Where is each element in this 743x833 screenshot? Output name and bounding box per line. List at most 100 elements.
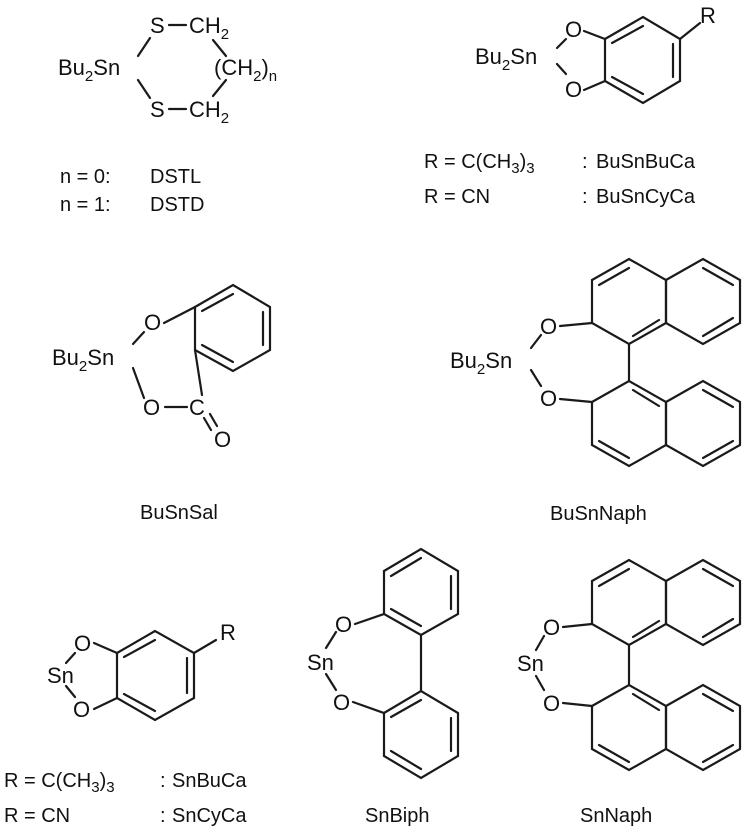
sn-label: Bu2Sn (475, 44, 537, 74)
ring-double-bond (610, 75, 645, 96)
o-top-label: O (335, 612, 352, 637)
benzene-ring (603, 15, 682, 105)
bond-ring-r (678, 21, 702, 41)
variant-name-0: DSTL (150, 166, 201, 188)
ring-double-bond (597, 567, 631, 588)
bond-o-aryl-top (353, 612, 386, 626)
bond-sn-o-ester (131, 366, 146, 400)
sn-label: Bu2Sn (58, 55, 120, 85)
naphthalene-ring-d (664, 683, 742, 772)
structure-binaphtholate-sn: Sn O O SnNaph (517, 558, 742, 827)
bond-sn-s-bottom (136, 78, 152, 100)
variant-name-1: BuSnCyCa (596, 186, 696, 208)
ring-double-bond (597, 743, 631, 764)
o-ester-label: O (143, 395, 160, 420)
ring-double-bond (701, 743, 735, 764)
o-top-label: O (543, 615, 560, 640)
variant-r-1: R = CN (424, 186, 490, 208)
variant-r-1: R = CN (4, 805, 70, 827)
naphthalene-ring-c (590, 379, 668, 468)
o-bottom-label: O (540, 386, 557, 411)
variant-sep-0: : (582, 151, 588, 173)
benzene-ring (115, 629, 196, 722)
sn-label: Sn (307, 650, 334, 675)
bond-sn-o-bottom (555, 62, 568, 76)
o-bottom-label: O (73, 697, 90, 722)
bond-o-aryl-top (561, 622, 594, 629)
bond-c-o-double (202, 416, 213, 432)
variant-r-0: R = C(CH3)3 (424, 151, 535, 177)
ring-double-bond (389, 698, 423, 719)
compound-name: SnBiph (365, 805, 430, 827)
bond-sn-o-bottom (529, 368, 543, 388)
ring-double-bond (631, 318, 661, 338)
bond-o-ring-aryl (162, 305, 197, 325)
compound-name: BuSnNaph (550, 503, 647, 525)
o-bottom-label: O (543, 691, 560, 716)
ring-double-bond (597, 439, 631, 460)
naphthalene-ring-a (590, 257, 668, 346)
variant-condition-1: n = 1: (60, 194, 111, 216)
structure-dithiastannolane: Bu2Sn S S CH2 CH2 (CH2)n n = 0: DSTL n =… (58, 13, 277, 216)
ring-double-bond (701, 388, 735, 409)
structure-catecholate-bu: Bu2Sn O O R R = C(CH3)3 : BuSnBuCa R = C… (424, 3, 716, 208)
ring-double-bond (701, 316, 735, 338)
bond-o-aryl-bottom (351, 700, 386, 715)
bond-sn-o-top (324, 630, 338, 650)
variant-sep-0: : (160, 770, 166, 792)
bond-sn-o-top (534, 634, 546, 652)
variant-name-1: DSTD (150, 194, 204, 216)
bond-sn-o-ring (131, 330, 146, 346)
ring-double-bond (701, 266, 735, 287)
bond-c-ring (193, 348, 204, 397)
sn-label: Bu2Sn (450, 348, 512, 378)
naphthalene-ring-c (590, 683, 668, 772)
ring-double-bond (631, 692, 661, 712)
naphthalene-ring-b (664, 257, 742, 346)
bond-sn-o-bottom (324, 672, 338, 692)
c-carbonyl-label: C (189, 395, 205, 420)
ring-double-bond (389, 556, 423, 578)
o-bottom-label: O (333, 690, 350, 715)
variant-sep-1: : (582, 186, 588, 208)
o-top-label: O (565, 17, 582, 42)
bridge-label: (CH2)n (214, 55, 277, 85)
bond-sn-o-top (529, 333, 543, 350)
s-top-label: S (150, 13, 165, 38)
bond-sn-o-bottom (534, 674, 546, 692)
ring-double-bond (631, 619, 661, 639)
structure-biphenolate-sn: Sn O O SnBiph (307, 547, 460, 827)
bond-o-aryl-top (558, 321, 594, 328)
r-label: R (700, 3, 716, 28)
benzene-ring-top (382, 547, 460, 637)
variant-condition-0: n = 0: (60, 166, 111, 188)
compound-name: BuSnSal (140, 502, 218, 524)
structure-catecholate-sn: Sn O O R R = C(CH3)3 : SnBuCa R = CN : S… (4, 620, 247, 827)
ring-double-bond (389, 749, 423, 771)
bond-sn-o-bottom (64, 684, 77, 699)
bond-o-ring-bottom (92, 696, 119, 711)
ring-double-bond (701, 692, 735, 713)
bond-sn-s-top (136, 36, 152, 58)
bond-ring-r (192, 638, 218, 655)
sn-label: Sn (517, 651, 544, 676)
variant-name-1: SnCyCa (172, 805, 247, 827)
sn-label: Sn (47, 663, 74, 688)
ring-double-bond (122, 692, 157, 713)
o-carbonyl-label: O (214, 427, 231, 452)
naphthalene-ring-d (664, 379, 742, 468)
s-bottom-label: S (150, 97, 165, 122)
naphthalene-ring-b (664, 558, 742, 647)
structure-binaphtholate-bu: Bu2Sn O O BuSnNaph (450, 257, 742, 525)
bond-sn-o-top (555, 37, 568, 50)
benzene-ring-bottom (382, 689, 460, 780)
ring-double-bond (610, 24, 645, 45)
naphthalene-ring-a (590, 558, 668, 647)
ring-double-bond (200, 292, 235, 313)
ring-double-bond (701, 439, 735, 460)
variant-sep-1: : (160, 805, 166, 827)
bond-o-ring-top (92, 641, 119, 655)
variant-r-0: R = C(CH3)3 (4, 770, 115, 796)
